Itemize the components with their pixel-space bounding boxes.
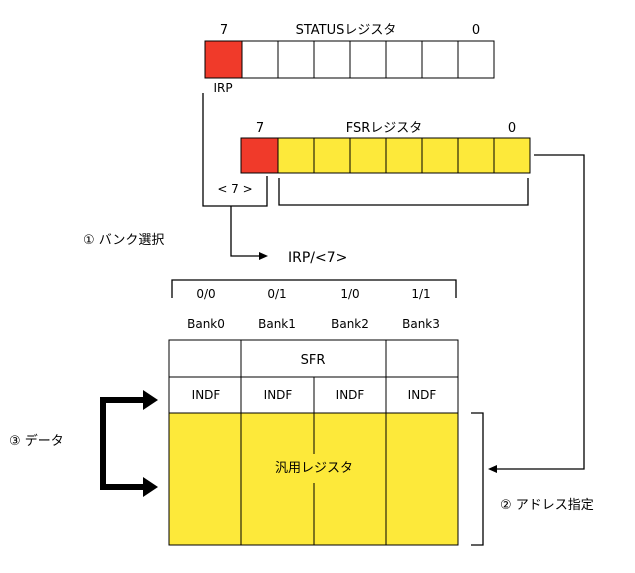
fsr-bit0-label: 0 [508,121,516,136]
fsr-bit [421,137,459,174]
arrow-head [259,252,268,260]
status-bit [385,40,423,79]
status-bit [241,40,279,79]
fsr-register: 7 FSRレジスタ 0 [240,121,531,174]
status-bit [313,40,351,79]
indf-label: INDF [336,388,365,402]
fsr-bit [385,137,423,174]
irp-label: IRP [213,81,232,95]
address-arrow-head [488,465,497,473]
fsr-bit [349,137,387,174]
status-register-title: STATUSレジスタ [296,23,397,38]
step2-address-label: ② アドレス指定 [500,498,594,513]
bank-code: 0/1 [267,287,286,301]
fsr-bit [493,137,531,174]
indf-label: INDF [264,388,293,402]
bank-code: 1/0 [340,287,359,301]
bank-top-bracket [171,279,457,298]
indf-label: INDF [192,388,221,402]
status-bit [277,40,315,79]
bank-code: 0/0 [196,287,215,301]
status-register: 7 STATUSレジスタ 0 IRP [204,23,495,95]
step3-data-label: ③ データ [9,433,64,449]
status-bit [457,40,495,79]
fsr-bit7-caption: < 7 > [217,182,252,196]
indf-label: INDF [408,388,437,402]
bank-name: Bank1 [258,317,296,331]
fsr-bit [457,137,495,174]
status-bit [421,40,459,79]
sfr-label: SFR [301,353,326,368]
fsr-lower-bits-bracket [278,178,529,206]
status-bit7-label: 7 [220,23,228,38]
fsr-bit7-label: 7 [256,121,264,136]
fsr-bit7 [240,137,279,174]
fsr-register-title: FSRレジスタ [346,121,423,136]
status-bit [349,40,387,79]
fsr-bit [277,137,315,174]
bank-name: Bank3 [402,317,440,331]
bank-code: 1/1 [411,287,430,301]
gpr-label: 汎用レジスタ [275,461,353,476]
step1-bank-select-label: ① バンク選択 [83,233,164,248]
bank-name: Bank0 [187,317,225,331]
address-range-bracket [471,412,484,546]
address-line [496,154,585,470]
irp-bit7-label: IRP/<7> [288,250,347,266]
memory-map: SFR INDF INDF INDF INDF 汎用レジスタ [168,339,459,546]
irp-bit7-bracket [202,93,268,257]
status-bit0-label: 0 [472,23,480,38]
bank-name: Bank2 [331,317,369,331]
status-irp-bit [204,40,243,79]
data-arrows [100,390,158,497]
fsr-bit [313,137,351,174]
